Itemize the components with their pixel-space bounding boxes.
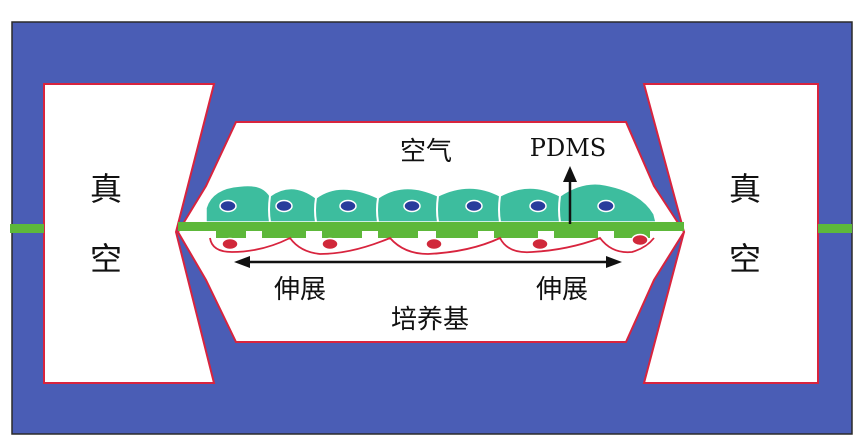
endothelial-nuclei <box>221 233 649 251</box>
stretch-arrow <box>234 256 622 268</box>
vacuum-left-top-label: 真 <box>90 170 122 208</box>
endothelial-cell-layer <box>209 236 655 255</box>
vacuum-left-bottom-label: 空 <box>90 240 122 278</box>
stretch-right-label: 伸展 <box>536 275 588 305</box>
stretch-left-label: 伸展 <box>274 275 326 305</box>
pdms-label: PDMS <box>530 134 606 162</box>
vacuum-chamber-right <box>642 83 819 384</box>
vacuum-chamber-left <box>43 83 216 384</box>
pdms-membrane <box>10 222 852 238</box>
pdms-arrow <box>563 166 577 224</box>
medium-label: 培养基 <box>391 305 469 335</box>
vacuum-right-bottom-label: 空 <box>729 240 761 278</box>
central-channel <box>176 121 686 343</box>
air-label: 空气 <box>400 137 452 167</box>
vacuum-right-top-label: 真 <box>729 170 761 208</box>
epithelial-cell-layer <box>205 183 657 223</box>
epithelial-nuclei <box>219 199 615 213</box>
